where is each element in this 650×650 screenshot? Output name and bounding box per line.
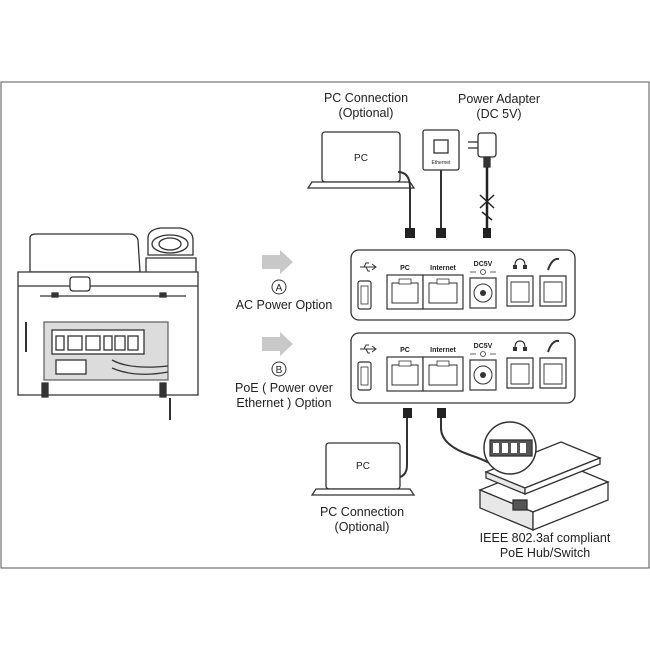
power-adapter-line1: Power Adapter — [458, 92, 540, 106]
laptop-bottom-screen-text: PC — [356, 461, 370, 472]
pc-connection-bottom-line1: PC Connection — [319, 505, 405, 519]
port-panel-a — [350, 249, 576, 321]
option-b-line1: PoE ( Power over — [235, 381, 333, 395]
pc-connection-bottom-line2: (Optional) — [334, 520, 390, 534]
laptop-bottom — [310, 442, 416, 496]
poe-switch-line1: IEEE 802.3af compliant — [479, 531, 611, 545]
laptop-top-screen-text: PC — [354, 153, 368, 164]
internet-plug-top — [436, 228, 446, 238]
wall-jack-text: Ethernet — [432, 160, 452, 166]
pc-connection-top-line2: (Optional) — [338, 106, 394, 120]
pc-plug-bottom — [403, 408, 412, 418]
panel-a-internet-label: Internet — [430, 265, 456, 272]
option-a-label: AC Power Option — [235, 298, 333, 312]
phone-back-illustration — [17, 227, 199, 420]
option-b-label: PoE ( Power over Ethernet ) Option — [226, 381, 342, 411]
internet-plug-bottom — [437, 408, 446, 418]
laptop-top — [306, 131, 416, 189]
panel-b-dc5v-label: DC5V — [474, 343, 493, 350]
panel-a-dc5v-label: DC5V — [474, 261, 493, 268]
poe-switch-line2: PoE Hub/Switch — [499, 546, 591, 560]
power-adapter-line2: (DC 5V) — [476, 107, 522, 121]
power-cable-coil — [479, 194, 495, 221]
option-b-letter: B — [276, 365, 283, 376]
ethernet-wall-jack — [422, 129, 460, 171]
pc-connection-top-line1: PC Connection — [323, 91, 409, 105]
pc-connection-top-label: PC Connection (Optional) — [310, 91, 422, 121]
pc-cable-top — [397, 171, 411, 228]
option-b-circle — [271, 361, 287, 377]
arrow-option-a — [262, 250, 293, 274]
panel-a-pc-label: PC — [400, 265, 410, 272]
pc-plug-top — [405, 228, 415, 238]
port-panel-b — [350, 332, 576, 404]
power-plug — [483, 228, 491, 238]
panel-b-internet-label: Internet — [430, 347, 456, 354]
panel-b-pc-label: PC — [400, 347, 410, 354]
option-a-circle — [271, 279, 287, 295]
option-a-letter: A — [276, 283, 283, 294]
pc-connection-bottom-label: PC Connection (Optional) — [306, 505, 418, 535]
option-b-line2: Ethernet ) Option — [236, 396, 332, 410]
poe-switch-label: IEEE 802.3af compliant PoE Hub/Switch — [470, 531, 620, 561]
power-adapter-label: Power Adapter (DC 5V) — [443, 92, 555, 122]
poe-switch — [478, 421, 610, 531]
arrow-option-b — [262, 332, 293, 356]
power-adapter — [468, 132, 497, 168]
